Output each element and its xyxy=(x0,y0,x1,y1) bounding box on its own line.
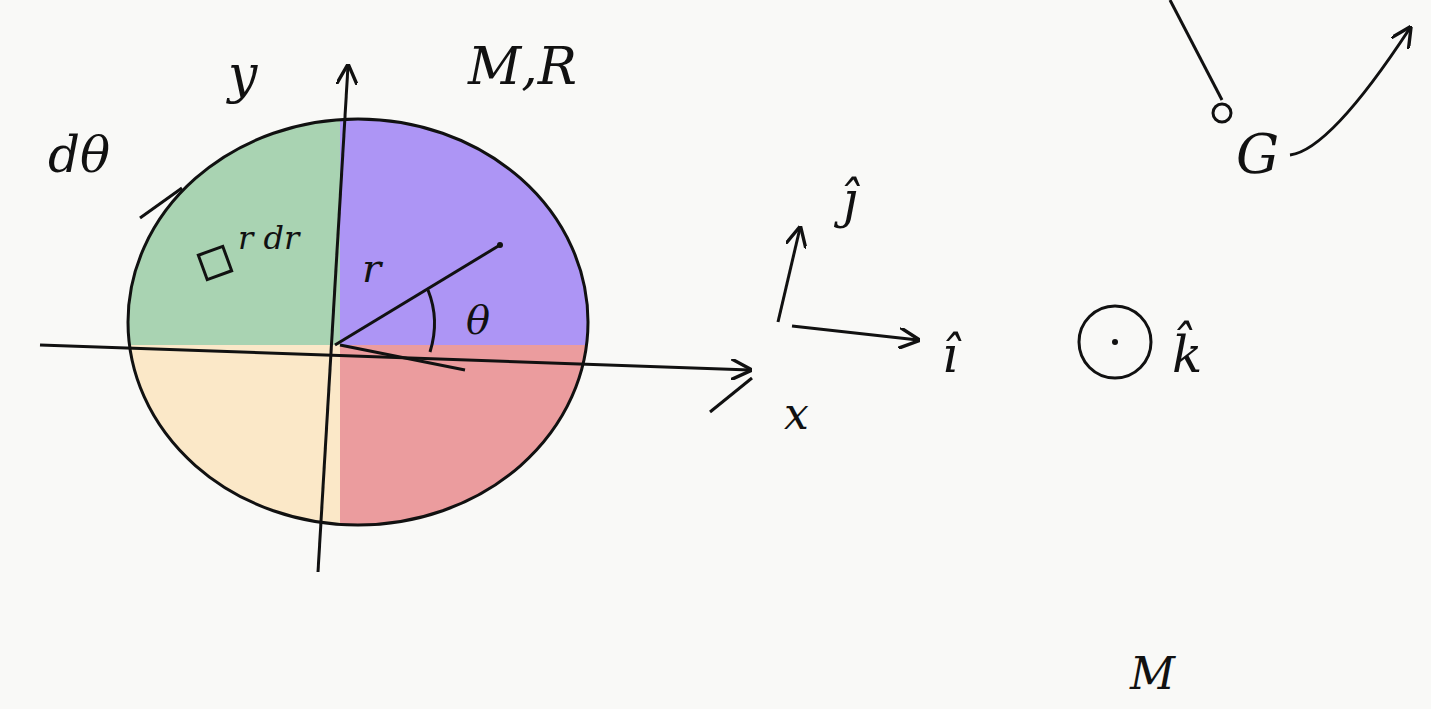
pointer-arrow xyxy=(1290,28,1410,155)
quadrants xyxy=(120,100,600,535)
unit-vector-label: ĵ xyxy=(842,175,858,225)
arc-mark xyxy=(140,188,182,218)
axis-mark xyxy=(710,378,752,412)
angle-arc xyxy=(428,290,435,352)
unit-vector-i xyxy=(792,326,918,340)
quadrant-fill xyxy=(120,100,340,345)
pointer-line xyxy=(1170,0,1222,100)
constant-label: G xyxy=(1236,128,1279,182)
body-label: M,R xyxy=(468,40,577,92)
angle-ray xyxy=(340,345,465,370)
unit-vector-label: k̂ xyxy=(1172,330,1202,380)
radius-label: r xyxy=(362,248,381,288)
out-of-page-dot xyxy=(1112,339,1118,345)
area-element-label: r dr xyxy=(238,222,299,254)
x-axis xyxy=(40,345,750,370)
quadrant-fill xyxy=(340,100,600,345)
axis-label: x xyxy=(784,392,809,436)
y-axis xyxy=(318,66,348,572)
angle-label: θ xyxy=(466,300,490,340)
quadrant-fill xyxy=(340,345,600,535)
out-of-page-symbol xyxy=(1079,306,1151,378)
unit-vector-label: î xyxy=(942,330,958,380)
pivot-point xyxy=(1213,104,1231,122)
unit-vector-j xyxy=(778,228,800,322)
quadrant-fill xyxy=(120,345,340,535)
disk-outline xyxy=(128,119,588,525)
radius-line xyxy=(335,245,500,345)
area-element xyxy=(198,246,231,279)
angle-element-label: dθ xyxy=(48,130,110,180)
axis-label: y xyxy=(228,48,257,100)
radius-point xyxy=(497,242,503,248)
mass-label: M xyxy=(1130,652,1175,696)
